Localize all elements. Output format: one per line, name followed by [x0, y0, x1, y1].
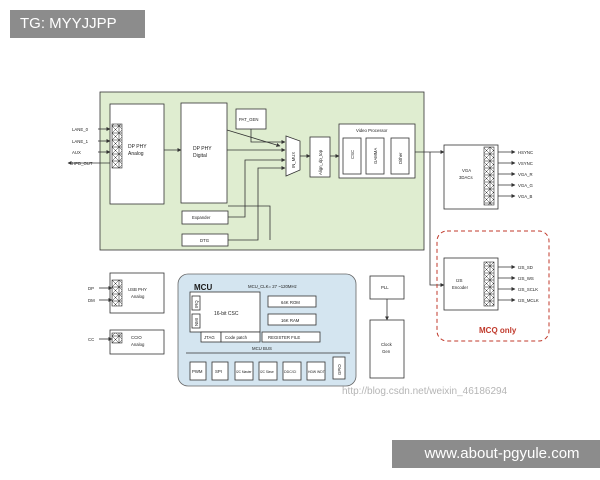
- mcu-rom-block: [267, 295, 317, 308]
- port-label: HSYNC: [518, 150, 533, 155]
- in-mux-label: IN_MUX: [291, 152, 296, 168]
- port-label: I2S_MCLK: [518, 298, 539, 303]
- vga-output-ports: HSYNC VSYNC VGA_R VGA_G VGA_B: [498, 150, 533, 199]
- port-label: VGA_G: [518, 183, 533, 188]
- peripheral-label: DDC/CI: [284, 370, 296, 374]
- mcu-regfile-label: REGISTER FILE: [268, 335, 300, 340]
- peripheral-block: [234, 361, 254, 381]
- clock-gen-label: Clock: [381, 342, 393, 347]
- peripheral-block: [189, 361, 207, 381]
- mcu-ram-label: 16K RAM: [281, 318, 300, 323]
- vga-label2: 3DACs: [459, 175, 473, 180]
- gamma-block: [365, 137, 385, 175]
- top-left-tag: TG: MYYJJPP: [10, 10, 145, 38]
- mcu-peripherals: PWM SPI I2C Master I2C Slave DDC/CI HDW …: [189, 356, 346, 381]
- usb-phy-label: USB PHY: [128, 287, 147, 292]
- mcu-cpu-label: 16-bit CSC: [214, 311, 239, 317]
- clock-gen-block: [369, 319, 405, 379]
- mcu-irq-label: IRQ: [194, 300, 199, 308]
- port-label: VSYNC: [518, 161, 533, 166]
- mcu-bus-label: MCU BUS: [252, 346, 272, 351]
- clock-gen-label2: Gen: [382, 349, 391, 354]
- port-label: LANE_0: [72, 127, 89, 132]
- dp-phy-connector: [111, 123, 123, 169]
- port-label: LANE_1: [72, 139, 89, 144]
- mcu-clk-label: MCU_CLK= 27 ~120MHz: [248, 284, 297, 289]
- port-label: DM: [88, 298, 95, 303]
- dp-phy-digital-label2: Digital: [193, 153, 207, 159]
- ccio-label: CCIO: [131, 335, 142, 340]
- expander-label: Expander: [192, 215, 211, 220]
- i2s-connector: [483, 261, 495, 307]
- mcu-code-patch-label: Code patch: [225, 335, 248, 340]
- csc-block: [342, 137, 362, 175]
- bottom-right-tag: www.about-pgyule.com: [392, 440, 600, 468]
- align-label: Align_dp_top: [318, 149, 323, 175]
- mcu-jtag-label: JTAG: [204, 335, 215, 340]
- port-label: I2S_SD: [518, 265, 533, 270]
- peripheral-block: [306, 361, 326, 381]
- peripheral-label: I2C Master: [236, 370, 253, 374]
- peripheral-label: PWM: [192, 369, 203, 374]
- port-label: VGA_R: [518, 172, 533, 177]
- mcq-only-label: MCQ only: [479, 326, 517, 335]
- gamma-label: GAMMA: [373, 148, 378, 164]
- port-label: AUX: [72, 150, 81, 155]
- csc-label: CSC: [350, 150, 355, 159]
- dither-label: Dither: [398, 152, 403, 164]
- peripheral-block: [258, 361, 278, 381]
- port-label: VGA_B: [518, 194, 532, 199]
- expander-block: [181, 210, 229, 225]
- port-label: HPD_OUT: [72, 161, 93, 166]
- peripheral-block: [211, 361, 229, 381]
- mcu-title: MCU: [194, 283, 212, 292]
- dp-phy-analog-label2: Analog: [128, 151, 144, 157]
- mcu-cpu-block: [189, 291, 261, 333]
- port-label: I2S_WS: [518, 276, 534, 281]
- peripheral-block: [282, 361, 302, 381]
- dtg-label: DTG: [200, 238, 210, 243]
- mcu-ram-block: [267, 313, 317, 326]
- mcu-code-patch-block: [220, 331, 261, 343]
- in-mux-block: [285, 135, 301, 177]
- gpio-label: GPIO: [337, 364, 342, 375]
- vga-connector: [483, 146, 495, 206]
- ccio-label2: Analog: [131, 342, 145, 347]
- mcu-rom-label: 64K ROM: [281, 300, 300, 305]
- mcu-regfile-block: [261, 331, 321, 343]
- dp-phy-analog-label: DP PHY: [128, 144, 147, 150]
- cc-connector: [111, 332, 123, 344]
- port-label: CC: [88, 337, 94, 342]
- port-label: DP: [88, 286, 94, 291]
- peripheral-label: HDW WDT: [308, 370, 325, 374]
- gpio-block: [332, 356, 346, 380]
- main-connections: [226, 129, 445, 287]
- mcu-irq-block: [191, 295, 201, 311]
- dp-input-ports: LANE_0 LANE_1 AUX HPD_OUT: [67, 127, 111, 166]
- mcq-only-region: [436, 230, 550, 342]
- mcu-nmi-label: NMI: [194, 318, 199, 326]
- peripheral-label: I2C Slave: [260, 370, 274, 374]
- mcu-nmi-block: [191, 313, 201, 329]
- peripheral-label: SPI: [215, 369, 222, 374]
- dither-block: [390, 137, 410, 175]
- pll-label: PLL: [381, 285, 389, 290]
- usb-connector: [111, 279, 123, 307]
- dp-phy-digital-label: DP PHY: [193, 146, 212, 152]
- i2s-output-ports: I2S_SD I2S_WS I2S_SCLK I2S_MCLK: [498, 265, 539, 303]
- port-label: I2S_SCLK: [518, 287, 538, 292]
- vga-label: VGA: [462, 168, 471, 173]
- i2s-label: I2S: [456, 278, 463, 283]
- dp-phy-digital-block: [180, 102, 228, 204]
- usb-phy-label2: Analog: [131, 294, 145, 299]
- pat-gen-label: PAT_GEN: [239, 117, 258, 122]
- video-processor-label: Video Processor: [356, 128, 388, 133]
- watermark: http://blog.csdn.net/weixin_46186294: [342, 386, 508, 397]
- i2s-label2: Encoder: [452, 285, 469, 290]
